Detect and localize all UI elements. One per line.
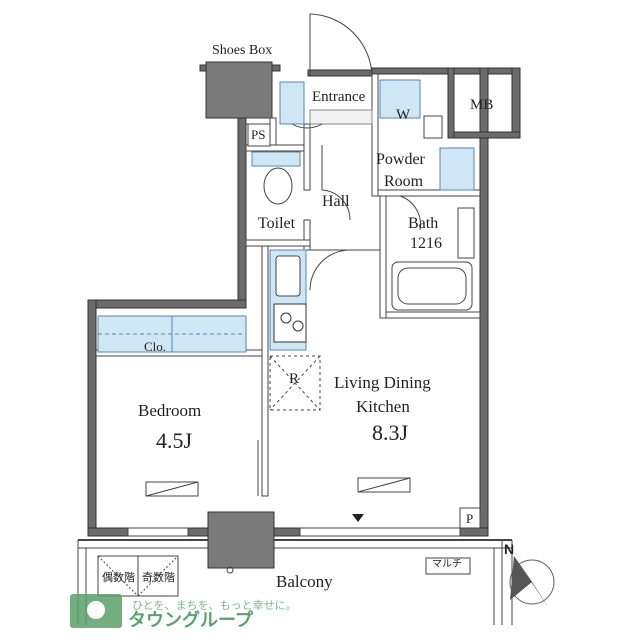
- ldk-label-2: Kitchen: [356, 397, 410, 416]
- watermark-company: タウングループ: [128, 610, 253, 631]
- toilet-label: Toilet: [258, 215, 296, 232]
- ps-box: [247, 123, 271, 147]
- multi-sign-box: [425, 557, 471, 575]
- vanity: [439, 147, 475, 191]
- washing-machine-icon: [379, 79, 443, 139]
- toilet-icon: [251, 151, 301, 205]
- bath-shelf: [457, 207, 475, 259]
- bedroom-label: Bedroom: [138, 401, 202, 420]
- north-arrow-icon: [509, 556, 555, 610]
- main-entry-marker: [352, 514, 364, 522]
- evac-hatch-even-label: 偶数階: [102, 571, 135, 584]
- refrigerator-space: [269, 355, 321, 411]
- closet-label: Clo.: [144, 339, 167, 354]
- multi-sign-label: マルチ: [432, 559, 462, 570]
- washer-label: W: [396, 107, 411, 123]
- entrance-floor: [309, 109, 373, 125]
- evac-hatch-odd-label: 奇数階: [142, 571, 175, 584]
- entrance-door: [309, 13, 373, 77]
- p-box: [459, 507, 481, 529]
- watermark-logo-caption: TOWN GROUP: [72, 627, 122, 635]
- bathtub-icon: [391, 261, 473, 311]
- hall-label: Hall: [322, 193, 350, 210]
- window-sashes: [127, 527, 461, 537]
- shoes-box-column: [205, 61, 273, 119]
- structural-column: [207, 511, 275, 569]
- ldk-label-1: Living Dining: [334, 373, 431, 392]
- town-group-logo-icon: [70, 594, 122, 628]
- closet: [97, 315, 247, 353]
- bath-label: Bath: [408, 215, 439, 232]
- watermark-tagline: ひとを、まちを、もっと幸せに。: [132, 599, 297, 612]
- bedroom-size-label: 4.5J: [156, 428, 193, 453]
- powder-room-label-2: Room: [384, 173, 424, 190]
- bath-size-label: 1216: [410, 235, 442, 252]
- balcony-area: [77, 539, 513, 625]
- evacuation-hatches: [97, 555, 179, 597]
- shoes-box-label: Shoes Box: [212, 43, 273, 58]
- shoes-box: [279, 81, 305, 125]
- north-label: N: [504, 541, 515, 557]
- ps-label: PS: [251, 127, 266, 142]
- powder-room-label-1: Powder: [376, 151, 425, 168]
- gas-stove-icon: [273, 303, 307, 343]
- floor-vents: [145, 477, 411, 497]
- door-swings: [291, 123, 421, 291]
- pipe-space-label: P: [466, 511, 474, 526]
- ldk-size-label: 8.3J: [372, 420, 409, 445]
- interior-walls: [95, 73, 481, 497]
- entrance-label: Entrance: [312, 89, 366, 105]
- balcony-label: Balcony: [276, 572, 333, 591]
- mb-label: MB: [470, 97, 494, 113]
- drain-icon: [226, 566, 234, 574]
- refrigerator-label: R: [289, 371, 300, 387]
